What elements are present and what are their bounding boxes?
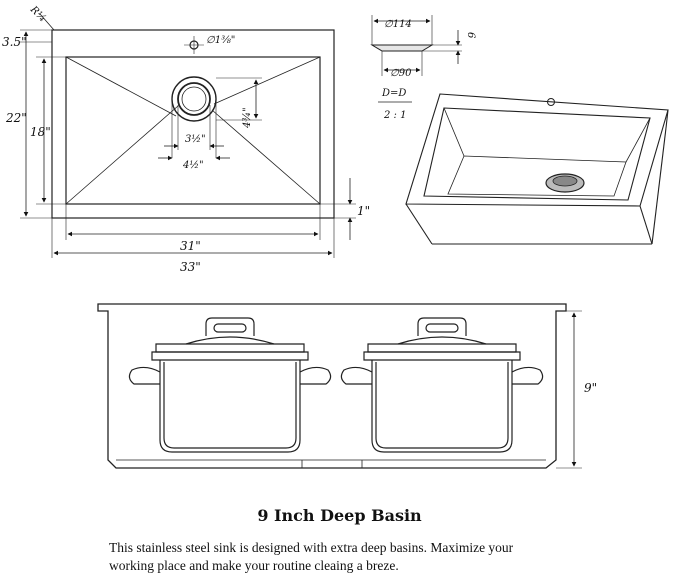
caption-body: This stainless steel sink is designed wi… — [109, 539, 669, 575]
drain-flange-label: 4½" — [182, 160, 204, 171]
basin-depth-label: 9" — [584, 381, 597, 395]
scale-note-line2: 2 : 1 — [383, 110, 406, 121]
iso-faucet-hole — [547, 98, 555, 106]
sink-outer-outline — [51, 29, 335, 219]
strainer-detail — [370, 15, 462, 76]
scale-note-line1: D=D — [381, 88, 406, 99]
outer-width-label: 33" — [180, 260, 201, 274]
pot-right — [340, 317, 544, 453]
radius-label: R¼ — [27, 4, 48, 25]
drain-inner-circle — [177, 82, 211, 116]
caption-line-2: working place and make your routine clea… — [109, 558, 399, 573]
inner-width-label: 31" — [180, 239, 201, 253]
basin-section — [97, 303, 582, 469]
strainer-top-diameter-label: ∅114 — [384, 19, 412, 30]
basin-inner-outline — [65, 56, 321, 205]
strainer-height-label: 6 — [465, 32, 476, 39]
faucet-hole-label: ∅1⅜" — [206, 35, 235, 46]
pot-left — [128, 317, 332, 453]
strainer-profile — [370, 44, 434, 52]
drain-height-label: 4¾" — [242, 107, 253, 129]
caption-line-1: This stainless steel sink is designed wi… — [109, 540, 514, 555]
strainer-bottom-diameter-label: ∅90 — [390, 68, 412, 79]
isometric-view — [405, 93, 669, 245]
basin-outline — [97, 303, 567, 469]
rim-height-label: 1" — [357, 204, 370, 218]
drain-opening-label: 3½" — [185, 134, 206, 145]
flange-width-label: 3.5" — [2, 35, 27, 49]
outer-depth-label: 22" — [5, 111, 27, 125]
inner-depth-label: 18" — [30, 125, 51, 139]
caption-title: 9 Inch Deep Basin — [257, 506, 422, 525]
top-view — [20, 13, 356, 258]
